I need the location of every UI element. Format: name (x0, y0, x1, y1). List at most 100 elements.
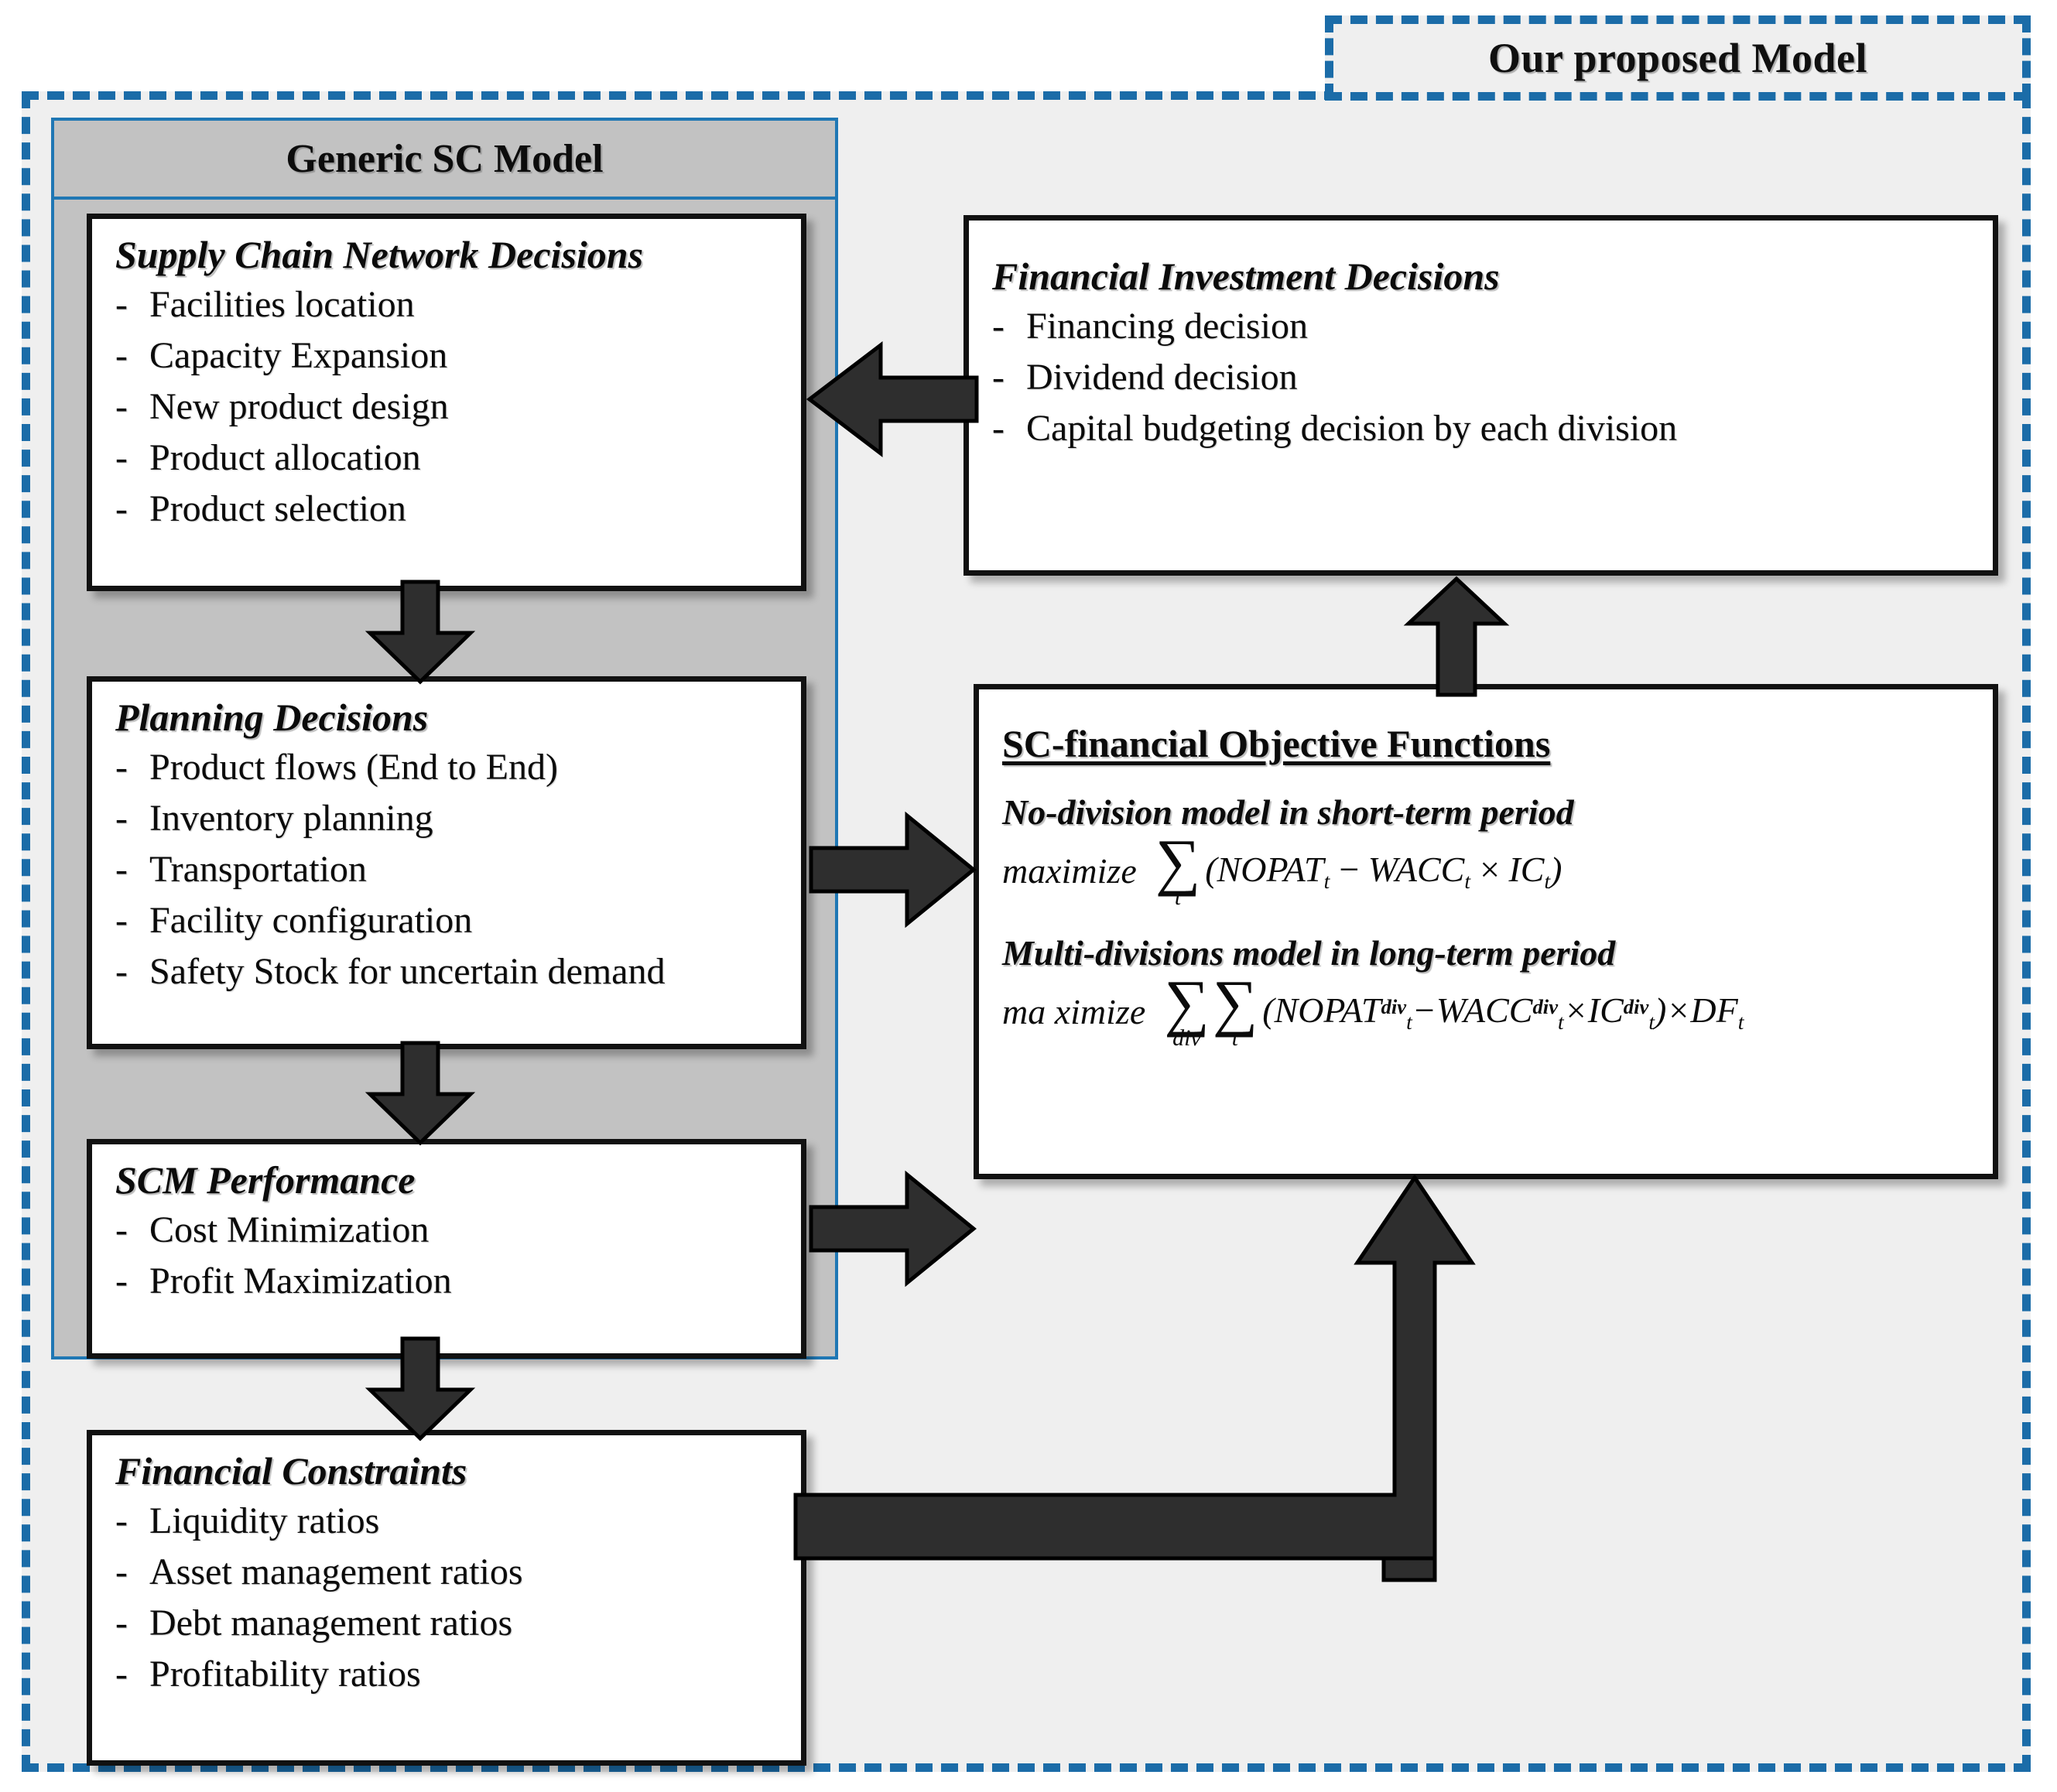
summation-symbol: ∑ t (1155, 826, 1201, 909)
list-item: -Dividend decision (992, 352, 1973, 403)
sub-t: t (1648, 1009, 1655, 1034)
list-item: -Product flows (End to End) (115, 742, 781, 793)
op-times: × (1563, 990, 1588, 1030)
proposed-model-label-box: Our proposed Model (1325, 15, 2031, 101)
list-item-label: Asset management ratios (149, 1551, 523, 1592)
list-item-label: Product selection (149, 488, 406, 529)
short-term-formula: maximize ∑ t (NOPATt − WACCt × ICt) (1002, 826, 1973, 909)
term-nopat: NOPAT (1274, 990, 1381, 1030)
rparen: ) (1655, 990, 1667, 1030)
sub-t: t (1464, 868, 1470, 893)
bullet-dash: - (115, 798, 128, 839)
objective-functions-box: SC-financial Objective Functions No-divi… (974, 684, 1998, 1179)
summation-symbol-outer: ∑ div (1164, 967, 1210, 1052)
sup-div: div (1381, 994, 1407, 1018)
list-item: -Capital budgeting decision by each divi… (992, 403, 1973, 454)
bullet-list: -Facilities location -Capacity Expansion… (115, 279, 781, 535)
list-item-label: Product flows (End to End) (149, 747, 558, 788)
arrow-performance-to-objective-icon (809, 1170, 977, 1288)
list-item: -Product selection (115, 484, 781, 535)
term-df: DF (1690, 990, 1738, 1030)
sigma-glyph: ∑ (1155, 826, 1201, 897)
bullet-list: -Product flows (End to End) -Inventory p… (115, 742, 781, 997)
lparen: ( (1262, 990, 1275, 1030)
list-item-label: Cost Minimization (149, 1209, 430, 1250)
term-wacc: WACC (1367, 849, 1465, 889)
bullet-dash: - (115, 951, 128, 992)
list-item: -Facility configuration (115, 895, 781, 946)
sub-t: t (1737, 1009, 1744, 1034)
sigma-glyph: ∑ (1164, 967, 1210, 1038)
generic-sc-model-title: Generic SC Model (286, 136, 604, 181)
box-heading: SC-financial Objective Functions (1002, 722, 1551, 765)
term-nopat: NOPAT (1217, 849, 1324, 889)
op-times: × (1477, 849, 1502, 889)
term-wacc: WACC (1436, 990, 1533, 1030)
sub-t: t (1323, 868, 1330, 893)
arrow-planning-to-performance-icon (362, 1041, 478, 1146)
list-item: -Safety Stock for uncertain demand (115, 946, 781, 997)
bullet-dash: - (115, 1500, 128, 1541)
bullet-dash: - (115, 747, 128, 788)
sum-index: t (1231, 1025, 1239, 1052)
list-item-label: Debt management ratios (149, 1602, 513, 1643)
financial-constraints-box: Financial Constraints -Liquidity ratios … (87, 1430, 806, 1766)
box-heading: Financial Investment Decisions (992, 255, 1500, 298)
list-item-label: Product allocation (149, 437, 421, 478)
supply-chain-network-decisions-box: Supply Chain Network Decisions -Faciliti… (87, 214, 806, 591)
list-item-label: Capacity Expansion (149, 335, 448, 376)
list-item-label: Inventory planning (149, 798, 433, 839)
bullet-list: -Financing decision -Dividend decision -… (992, 301, 1973, 454)
list-item-label: Profitability ratios (149, 1653, 421, 1695)
term-ic: IC (1508, 849, 1545, 889)
term-ic: IC (1587, 990, 1624, 1030)
sum-index: div (1172, 1025, 1201, 1052)
arrow-objective-to-investment-icon (1402, 576, 1511, 697)
financial-investment-decisions-box: Financial Investment Decisions -Financin… (963, 215, 1998, 576)
list-item-label: Liquidity ratios (149, 1500, 380, 1541)
sigma-glyph: ∑ (1212, 967, 1258, 1038)
lparen: ( (1205, 849, 1217, 889)
arrow-investment-to-network-icon (805, 340, 979, 458)
op-minus: − (1337, 849, 1361, 889)
list-item-label: Facility configuration (149, 900, 473, 941)
arrow-performance-to-constraints-icon (362, 1336, 478, 1441)
list-item-label: Dividend decision (1026, 357, 1298, 398)
bullet-dash: - (115, 335, 128, 376)
arrow-network-to-planning-icon (362, 580, 478, 685)
box-heading: Planning Decisions (115, 696, 429, 739)
list-item-label: Transportation (149, 849, 367, 890)
formula-expression: (NOPATt − WACCt × ICt) (1202, 849, 1562, 894)
sub-t: t (1558, 1009, 1564, 1034)
sup-div: div (1532, 994, 1559, 1018)
list-item: -Profitability ratios (115, 1649, 781, 1700)
list-item: -Asset management ratios (115, 1547, 781, 1598)
sub-t: t (1406, 1009, 1412, 1034)
generic-sc-model-header: Generic SC Model (54, 121, 835, 200)
short-term-subtitle: No-division model in short-term period (1002, 792, 1574, 832)
box-heading: Supply Chain Network Decisions (115, 233, 644, 276)
list-item: -Cost Minimization (115, 1205, 781, 1256)
list-item-label: Facilities location (149, 284, 415, 325)
list-item: -Product allocation (115, 433, 781, 484)
proposed-model-title: Our proposed Model (1487, 35, 1868, 81)
arrow-planning-to-objective-icon (809, 811, 977, 928)
list-item: -Debt management ratios (115, 1598, 781, 1649)
list-item: -Transportation (115, 844, 781, 895)
bullet-dash: - (992, 357, 1005, 398)
list-item: -Capacity Expansion (115, 330, 781, 381)
bullet-dash: - (115, 1209, 128, 1250)
long-term-subtitle: Multi-divisions model in long-term perio… (1002, 933, 1616, 973)
bullet-dash: - (115, 386, 128, 427)
formula-keyword: ma ximize (1002, 992, 1146, 1032)
bullet-dash: - (115, 1653, 128, 1695)
bullet-dash: - (115, 437, 128, 478)
list-item: -Facilities location (115, 279, 781, 330)
sub-t: t (1544, 868, 1551, 893)
bullet-dash: - (115, 1602, 128, 1643)
bullet-dash: - (115, 849, 128, 890)
summation-symbol-inner: ∑ t (1212, 967, 1258, 1052)
bullet-dash: - (115, 1260, 128, 1301)
planning-decisions-box: Planning Decisions -Product flows (End t… (87, 676, 806, 1049)
